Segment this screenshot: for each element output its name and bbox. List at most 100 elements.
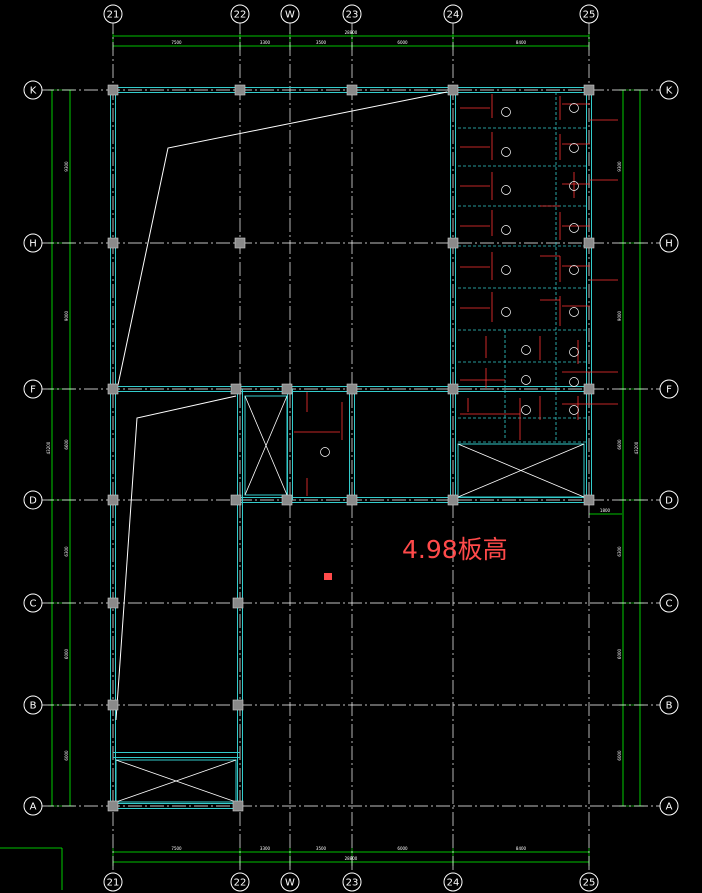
dim-text-top: 3300 (260, 40, 271, 45)
column (281, 383, 293, 395)
axis-bubble-bottom-22-circle (230, 872, 250, 892)
axis-bubble-left-A-circle (23, 796, 43, 816)
slab-tag-circle (569, 307, 579, 317)
column (583, 383, 595, 395)
axis-bubble-bottom-25-label: 25 (583, 878, 596, 889)
axis-bubble-left-A-label: A (30, 802, 37, 813)
slab-tag-circle (569, 377, 579, 387)
dim-offset-text: 1800 (600, 508, 611, 513)
slab-tag-circle (501, 307, 511, 317)
slab-tag-circle (521, 375, 531, 385)
column (232, 699, 244, 711)
column (346, 494, 358, 506)
dim-total-text-right: 43200 (634, 441, 639, 454)
dim-text-bottom: 3500 (316, 846, 327, 851)
axis-bubble-left-D-circle (23, 490, 43, 510)
axis-bubble-bottom-21-circle (103, 872, 123, 892)
opening-shaft-cross (457, 443, 585, 498)
axis-bubble-right-D-label: D (665, 496, 673, 507)
opening-lower-left-frame (115, 759, 237, 803)
dim-total-text-left: 43200 (46, 441, 51, 454)
axis-bubble-left-C-circle (23, 593, 43, 613)
axis-bubble-left-K-circle (23, 80, 43, 100)
slab-tag-circle (501, 225, 511, 235)
axis-bubble-right-D-circle (659, 490, 679, 510)
axis-bubble-bottom-W-label: W (285, 878, 295, 889)
slab-tag-circle (521, 405, 531, 415)
slab-tag-circle (501, 265, 511, 275)
axis-bubble-right-C-label: C (666, 599, 673, 610)
axis-bubble-right-A-circle (659, 796, 679, 816)
slab-tag-circle (569, 181, 579, 191)
axis-bubble-top-21-label: 21 (107, 10, 120, 21)
slab-tag-circle (320, 447, 330, 457)
column (583, 237, 595, 249)
dim-total-text-top: 28800 (345, 30, 358, 35)
axis-bubble-left-H-circle (23, 233, 43, 253)
axis-bubble-right-F-circle (659, 379, 679, 399)
slab-tag-circle (569, 223, 579, 233)
opening-lower-left-cross (115, 759, 237, 803)
dim-text-left: 6300 (64, 546, 69, 557)
dim-text-left: 6600 (64, 439, 69, 450)
axis-bubble-left-D-label: D (29, 496, 37, 507)
axis-bubble-top-22-circle (230, 4, 250, 24)
axis-bubble-top-25-label: 25 (583, 10, 596, 21)
axis-bubble-left-B-label: B (30, 701, 37, 712)
slab-rebar-details (294, 92, 618, 496)
opening-shaft-frame (457, 443, 585, 498)
dim-text-right: 6300 (617, 546, 622, 557)
axis-bubble-left-C-label: C (30, 599, 37, 610)
slab-tag-circle (569, 347, 579, 357)
column (346, 84, 358, 96)
axis-bubble-right-A-label: A (666, 802, 673, 813)
axis-bubble-right-B-label: B (666, 701, 673, 712)
axis-bubble-right-B-circle (659, 695, 679, 715)
dim-text-right: 9300 (617, 161, 622, 172)
slab-height-annotation: 4.98板高 (402, 535, 508, 564)
column (447, 383, 459, 395)
column (107, 84, 119, 96)
column (281, 494, 293, 506)
column (447, 84, 459, 96)
axis-bubble-left-F-circle (23, 379, 43, 399)
axis-bubble-left-F-label: F (30, 385, 36, 396)
column (107, 383, 119, 395)
axis-bubble-top-24-circle (443, 4, 463, 24)
column (107, 800, 119, 812)
dim-text-bottom: 3300 (260, 846, 271, 851)
beam-outlines (110, 87, 592, 809)
column (232, 800, 244, 812)
slope-line-lower (115, 395, 237, 721)
dim-text-top: 3500 (316, 40, 327, 45)
column (107, 597, 119, 609)
axis-bubble-bottom-22-label: 22 (234, 878, 247, 889)
column (583, 494, 595, 506)
axis-bubble-bottom-W-circle (280, 872, 300, 892)
marker-square (324, 573, 332, 580)
opening-stair-frame (244, 395, 288, 496)
column (232, 597, 244, 609)
grid-axes (40, 20, 662, 872)
dim-text-top: 7500 (171, 40, 182, 45)
axis-bubble-right-K-circle (659, 80, 679, 100)
axis-bubble-bottom-21-label: 21 (107, 878, 120, 889)
axis-bubble-bottom-23-circle (342, 872, 362, 892)
slope-line-upper (117, 91, 448, 386)
slab-tag-circle (501, 147, 511, 157)
column (107, 237, 119, 249)
dim-text-top: 8400 (516, 40, 527, 45)
dim-text-right: 6000 (617, 648, 622, 659)
axis-bubble-top-24-label: 24 (447, 10, 460, 21)
columns (107, 84, 595, 812)
axis-bubble-top-23-circle (342, 4, 362, 24)
column (234, 237, 246, 249)
column (447, 494, 459, 506)
column (346, 383, 358, 395)
column (107, 699, 119, 711)
dim-text-left: 9000 (64, 310, 69, 321)
slab-tag-circle (569, 103, 579, 113)
